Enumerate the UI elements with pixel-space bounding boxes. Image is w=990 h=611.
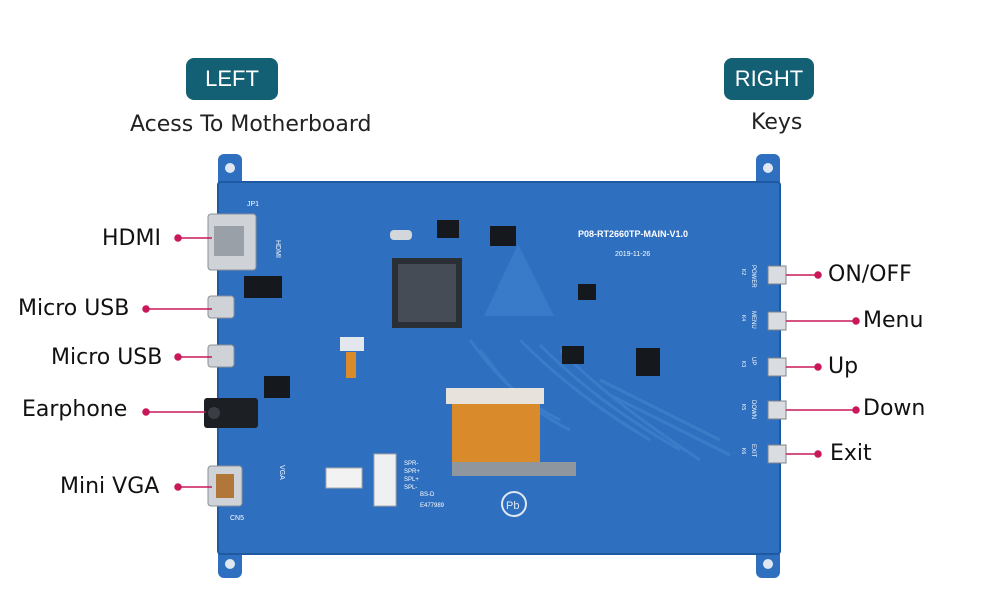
- left-badge: LEFT: [186, 58, 278, 100]
- label-hdmi: HDMI: [102, 226, 161, 251]
- svg-text:VGA: VGA: [278, 465, 285, 480]
- flex-cable: [452, 404, 540, 464]
- side-key-ref-3: K5: [740, 404, 746, 410]
- label-exit: Exit: [830, 441, 872, 466]
- label-micro-usb-2: Micro USB: [51, 345, 163, 370]
- side-key-text-2: UP: [750, 357, 756, 365]
- svg-text:BS-D: BS-D: [420, 492, 435, 498]
- right-badge: RIGHT: [724, 58, 814, 100]
- side-key-text-1: MENU: [750, 311, 756, 329]
- svg-text:SPR+: SPR+: [404, 469, 420, 475]
- micro-usb-port-1: [207, 295, 235, 319]
- pcb: [218, 182, 780, 554]
- svg-text:HDMI: HDMI: [274, 240, 281, 258]
- pb-mark: Pb: [506, 500, 519, 512]
- side-key-0: [767, 265, 787, 285]
- svg-text:SPR-: SPR-: [404, 461, 418, 467]
- side-key-text-4: EXIT: [750, 444, 756, 458]
- side-key-ref-0: K2: [740, 269, 746, 275]
- side-key-text-0: POWER: [750, 265, 756, 288]
- side-key-ref-4: K6: [740, 448, 746, 454]
- left-caption: Acess To Motherboard: [130, 112, 372, 137]
- board-model: P08-RT2660TP-MAIN-V1.0: [578, 229, 688, 239]
- side-key-ref-2: K3: [740, 361, 746, 367]
- earphone-jack: [204, 398, 258, 428]
- svg-text:JP1: JP1: [247, 201, 259, 208]
- side-key-3: [767, 400, 787, 420]
- micro-usb-port-2: [207, 344, 235, 368]
- right-caption: Keys: [751, 110, 803, 135]
- side-key-text-3: DOWN: [750, 400, 756, 419]
- side-key-1: [767, 311, 787, 331]
- label-mini-vga: Mini VGA: [60, 474, 160, 499]
- label-earphone: Earphone: [22, 397, 128, 422]
- side-key-4: [767, 444, 787, 464]
- side-key-ref-1: K4: [740, 315, 746, 321]
- label-on-off: ON/OFF: [828, 262, 912, 287]
- label-micro-usb-1: Micro USB: [18, 296, 130, 321]
- label-up: Up: [828, 354, 859, 379]
- board-date: 2019-11-26: [615, 251, 650, 258]
- svg-text:SPL-: SPL-: [404, 485, 417, 491]
- svg-text:CN5: CN5: [230, 515, 244, 522]
- side-key-2: [767, 357, 787, 377]
- svg-text:E477989: E477989: [420, 503, 445, 509]
- label-menu: Menu: [863, 308, 924, 333]
- label-down: Down: [863, 396, 926, 421]
- svg-text:SPL+: SPL+: [404, 477, 419, 483]
